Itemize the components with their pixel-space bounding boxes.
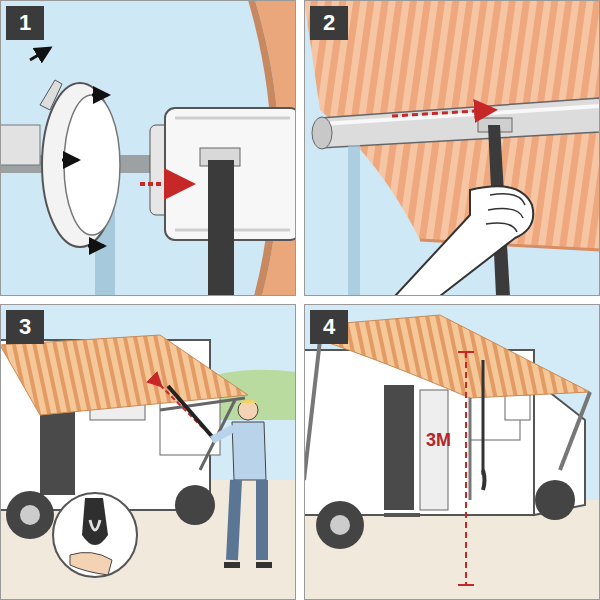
step-badge: 1 bbox=[6, 6, 44, 40]
panel-three bbox=[0, 304, 296, 600]
panel-one bbox=[0, 0, 296, 296]
step-badge: 3 bbox=[6, 310, 44, 344]
panel-two bbox=[304, 0, 600, 296]
step-number: 2 bbox=[323, 10, 335, 36]
step-number: 4 bbox=[323, 314, 335, 340]
step-badge: 2 bbox=[310, 6, 348, 40]
panel-four bbox=[304, 304, 600, 600]
step-number: 1 bbox=[19, 10, 31, 36]
dimension-label: 3M bbox=[426, 430, 451, 451]
step-number: 3 bbox=[19, 314, 31, 340]
step-badge: 4 bbox=[310, 310, 348, 344]
